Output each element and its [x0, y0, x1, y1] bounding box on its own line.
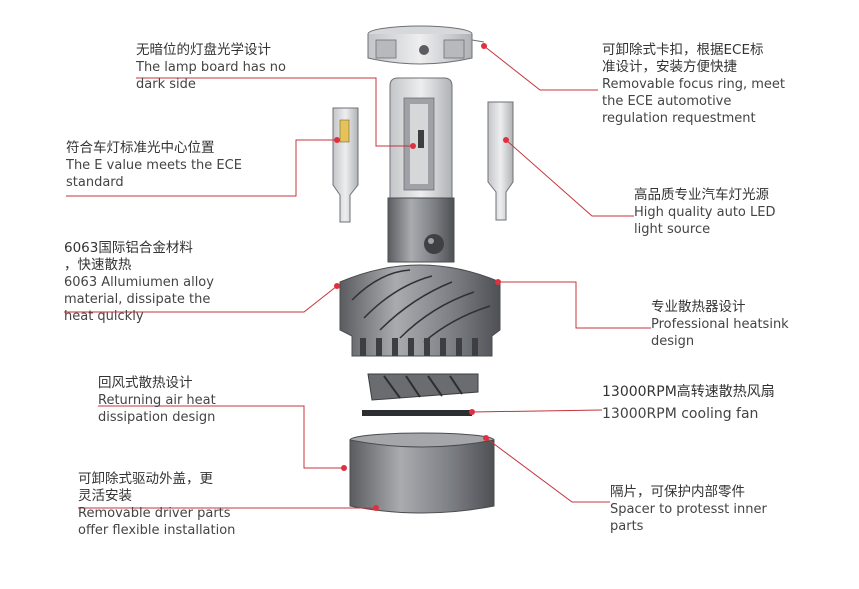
- callout-en: Spacer to protesst inner: [610, 502, 767, 517]
- callout-zh: 专业散热器设计: [651, 299, 746, 315]
- cooling-fan-part: [362, 410, 472, 416]
- callout-spacer: 隔片，可保护内部零件 Spacer to protesst inner part…: [610, 484, 767, 535]
- led-board-right: [487, 101, 514, 221]
- callout-en: dark side: [136, 77, 196, 92]
- callout-aluminum: 6063国际铝合金材料 ，快速散热 6063 Allumiumen alloy …: [64, 240, 214, 325]
- leader-lines: [64, 45, 651, 509]
- fan-blade-part: [367, 373, 479, 401]
- driver-housing-part: [349, 432, 495, 514]
- heatsink-body-part: [339, 197, 501, 357]
- callout-en: heat quickly: [64, 309, 144, 324]
- callout-dots: [334, 43, 509, 511]
- callout-driver: 可卸除式驱动外盖，更 灵活安装 Removable driver parts o…: [78, 471, 235, 539]
- callout-en: the ECE automotive: [602, 94, 732, 109]
- callout-zh: 13000RPM高转速散热风扇: [602, 384, 775, 400]
- callout-zh: 隔片，可保护内部零件: [610, 484, 745, 500]
- callout-en: The lamp board has no: [136, 60, 286, 75]
- callout-zh: 灵活安装: [78, 488, 132, 504]
- callout-en: 6063 Allumiumen alloy: [64, 275, 214, 290]
- callout-en: High quality auto LED: [634, 205, 776, 220]
- callout-en: dissipation design: [98, 410, 216, 425]
- focus-ring-part: [367, 25, 485, 65]
- callout-led-source: 高品质专业汽车灯光源 High quality auto LED light s…: [634, 187, 775, 238]
- callout-en: material, dissipate the: [64, 292, 211, 307]
- callout-en: light source: [634, 222, 711, 237]
- callout-zh: 无暗位的灯盘光学设计: [136, 42, 271, 58]
- callout-en: Removable driver parts: [78, 506, 231, 521]
- callout-lamp-board: 无暗位的灯盘光学设计 The lamp board has no dark si…: [136, 42, 286, 93]
- callout-en: The E value meets the ECE: [66, 158, 242, 173]
- callout-heatsink: 专业散热器设计 Professional heatsink design: [651, 299, 789, 350]
- callout-en: 13000RPM cooling fan: [602, 406, 759, 422]
- callout-zh: 可卸除式卡扣，根据ECE标: [602, 42, 764, 58]
- callout-zh: ，快速散热: [64, 257, 132, 273]
- callout-e-value: 符合车灯标准光中心位置 The E value meets the ECE st…: [66, 140, 242, 191]
- callout-en: Removable focus ring, meet: [602, 77, 786, 92]
- callout-zh: 回风式散热设计: [98, 375, 193, 391]
- callout-zh: 6063国际铝合金材料: [64, 240, 193, 256]
- callout-en: design: [651, 334, 695, 349]
- callout-focus-ring: 可卸除式卡扣，根据ECE标 准设计，安装方便快捷 Removable focus…: [602, 42, 785, 127]
- callout-zh: 准设计，安装方便快捷: [602, 59, 737, 75]
- callout-en: regulation requestment: [602, 111, 756, 126]
- callout-zh: 可卸除式驱动外盖，更: [78, 471, 213, 487]
- led-board-left: [332, 107, 359, 223]
- callout-en: Professional heatsink: [651, 317, 789, 332]
- callout-zh: 符合车灯标准光中心位置: [66, 140, 215, 156]
- led-core-part: [389, 77, 453, 201]
- callout-airflow: 回风式散热设计 Returning air heat dissipation d…: [98, 375, 216, 426]
- callout-en: Returning air heat: [98, 393, 216, 408]
- callout-zh: 高品质专业汽车灯光源: [634, 187, 769, 203]
- callout-en: standard: [66, 175, 124, 190]
- callout-en: offer flexible installation: [78, 523, 236, 538]
- callout-en: parts: [610, 519, 644, 534]
- callout-fan: 13000RPM高转速散热风扇 13000RPM cooling fan: [602, 381, 775, 425]
